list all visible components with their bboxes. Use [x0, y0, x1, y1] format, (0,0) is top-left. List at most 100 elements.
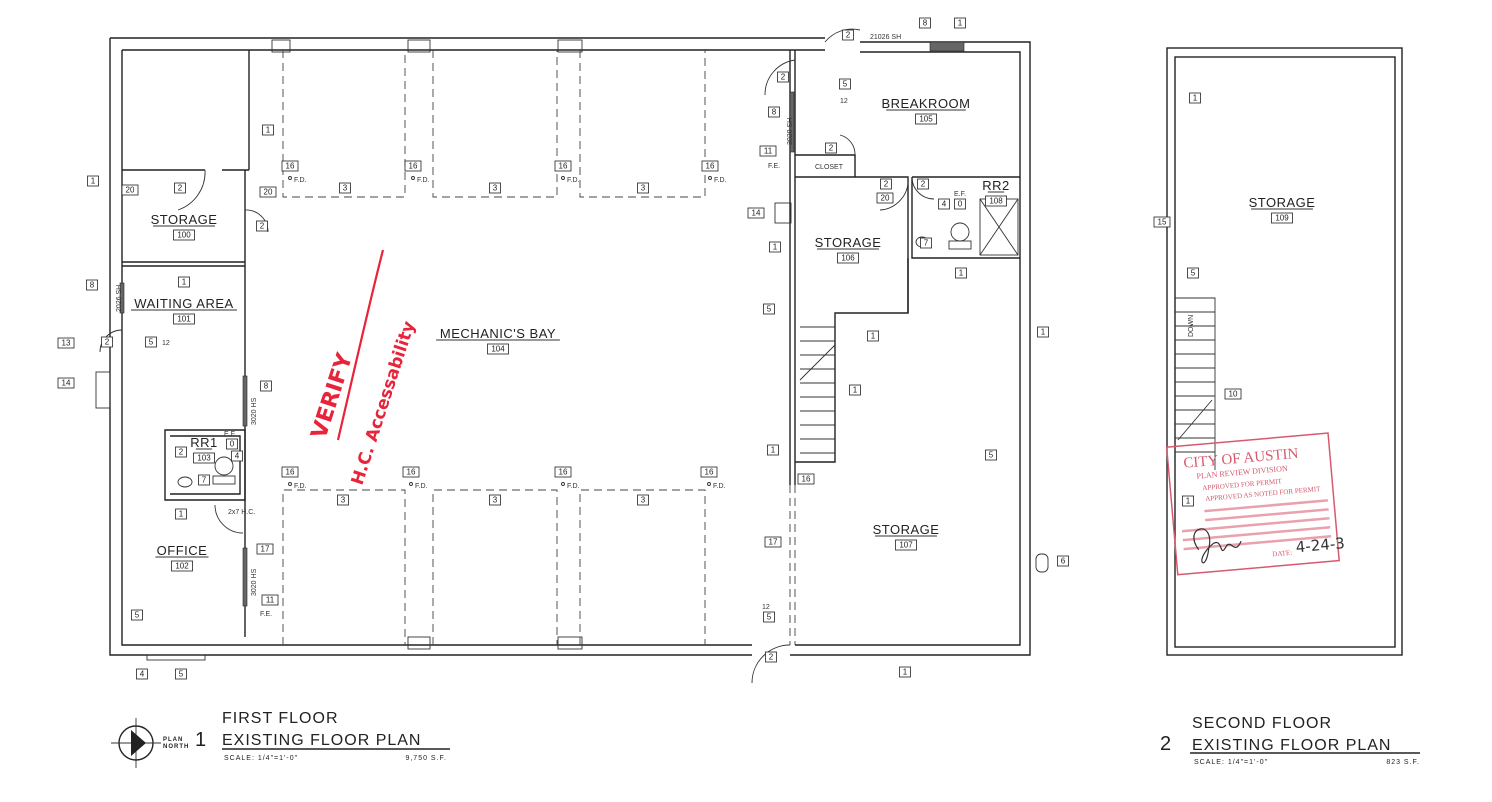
- keynote-tag-box: [226, 438, 238, 450]
- keynote-tag-box: [763, 611, 775, 623]
- north-arrow-icon: [111, 718, 161, 768]
- keynote-tag: 2: [884, 180, 889, 189]
- floor-drain-icon: [708, 176, 712, 180]
- keynote-tag: 1: [1186, 497, 1191, 506]
- keynote-tag-box: [842, 29, 854, 41]
- keynote-tag-box: [145, 336, 157, 348]
- keynote-tag-box: [554, 160, 572, 172]
- keynote-tag-box: [1182, 495, 1194, 507]
- keynote-tag-box: [256, 543, 274, 555]
- keynote-tag: 16: [706, 162, 715, 171]
- keynote-tag-box: [985, 449, 997, 461]
- keynote-tag-box: [86, 279, 98, 291]
- room-number: 105: [919, 115, 933, 124]
- keynote-tag-box: [1057, 555, 1069, 567]
- room-number: 104: [491, 345, 505, 354]
- keynote-tag-box: [759, 145, 777, 157]
- keynote-tag: 16: [705, 468, 714, 477]
- note-floor-drain: F.D.: [713, 483, 726, 490]
- keynote-tag: 2: [178, 184, 183, 193]
- note-hc-door: 2x7 H.C.: [228, 509, 255, 516]
- keynote-tag: 5: [1191, 269, 1196, 278]
- keynote-tag-box: [260, 380, 272, 392]
- plan-title-line2: EXISTING FLOOR PLAN: [222, 732, 421, 749]
- keynote-tag-box: [259, 186, 277, 198]
- room-number-box: [171, 560, 193, 572]
- keynote-tag-box: [700, 466, 718, 478]
- keynote-tag: 1: [266, 126, 271, 135]
- keynote-tag: 10: [1229, 390, 1238, 399]
- keynote-tag-box: [87, 175, 99, 187]
- keynote-tag: 16: [559, 162, 568, 171]
- keynote-tag-box: [175, 446, 187, 458]
- keynote-tag-box: [136, 668, 148, 680]
- keynote-tag-box: [175, 668, 187, 680]
- keynote-tag-box: [178, 276, 190, 288]
- keynote-tag: 5: [179, 670, 184, 679]
- keynote-tag: 3: [493, 184, 498, 193]
- keynote-tag: 11: [266, 596, 275, 605]
- keynote-tag: 2: [781, 73, 786, 82]
- keynote-tag: 16: [409, 162, 418, 171]
- keynote-tag-box: [765, 651, 777, 663]
- keynote-tag: 0: [958, 200, 963, 209]
- note-floor-drain: F.D.: [567, 177, 580, 184]
- keynote-tag-box: [339, 182, 351, 194]
- note-window-3020-sh: 3020 SH: [787, 118, 794, 145]
- note-window-3020-hs-b: 3020 HS: [251, 568, 258, 596]
- second-floor-walls: [1166, 47, 1403, 656]
- plan-title-line1: FIRST FLOOR: [222, 710, 339, 727]
- keynote-tag: 4: [140, 670, 145, 679]
- keynote-tag-box: [489, 494, 501, 506]
- second-floor-title-block: 2 SECOND FLOOR EXISTING FLOOR PLAN SCALE…: [1160, 715, 1420, 766]
- keynote-tag: 5: [989, 451, 994, 460]
- keynote-tag-box: [337, 494, 349, 506]
- note-floor-drain: F.D.: [415, 483, 428, 490]
- plan-number: 2: [1160, 733, 1172, 755]
- keynote-tag-box: [797, 473, 815, 485]
- keynote-tag: 1: [771, 446, 776, 455]
- keynote-tag: 16: [407, 468, 416, 477]
- keynote-tag-box: [769, 241, 781, 253]
- keynote-tag-box: [839, 78, 851, 90]
- signature-icon: [1193, 528, 1242, 564]
- keynote-tag-box: [867, 330, 879, 342]
- keynote-tag-box: [261, 594, 279, 606]
- keynote-tag-box: [764, 536, 782, 548]
- keynote-tag-box: [917, 178, 929, 190]
- keynote-tag: 1: [871, 332, 876, 341]
- keynote-tag: 8: [923, 19, 928, 28]
- room-number-box: [985, 195, 1007, 207]
- keynote-tag-box: [954, 198, 966, 210]
- keynote-tag: 2: [260, 222, 265, 231]
- note-window-2026: 2026 SH: [116, 285, 123, 312]
- first-floor-walls: [95, 28, 1049, 684]
- red-markup-annotation: VERIFY H.C. Accessability: [307, 249, 420, 488]
- keynote-tag-box: [554, 466, 572, 478]
- note-floor-drain: F.D.: [714, 177, 727, 184]
- room-name: RR1: [190, 435, 218, 450]
- keynote-tag-box: [402, 466, 420, 478]
- keynote-tag-box: [1187, 267, 1199, 279]
- keynote-tag: 7: [924, 239, 929, 248]
- note-ef-1: E.F.: [954, 191, 966, 198]
- keynote-tag-box: [768, 106, 780, 118]
- room-number: 106: [841, 254, 855, 263]
- keynote-tag: 14: [62, 379, 71, 388]
- floor-drain-icon: [561, 176, 565, 180]
- keynote-tag: 15: [1158, 218, 1167, 227]
- note-hand-12c: 12: [762, 604, 770, 611]
- keynote-tag: 13: [62, 339, 71, 348]
- note-window-3020-hs-a: 3020 HS: [251, 397, 258, 425]
- keynote-tag-box: [825, 142, 837, 154]
- keynote-tag-box: [174, 182, 186, 194]
- plan-number: 1: [195, 729, 207, 751]
- keynote-tag-box: [637, 494, 649, 506]
- keynote-tag-box: [955, 267, 967, 279]
- plan-area: 9,750 S.F.: [405, 755, 447, 762]
- keynote-tag: 11: [764, 147, 773, 156]
- keynote-tag: 20: [881, 194, 890, 203]
